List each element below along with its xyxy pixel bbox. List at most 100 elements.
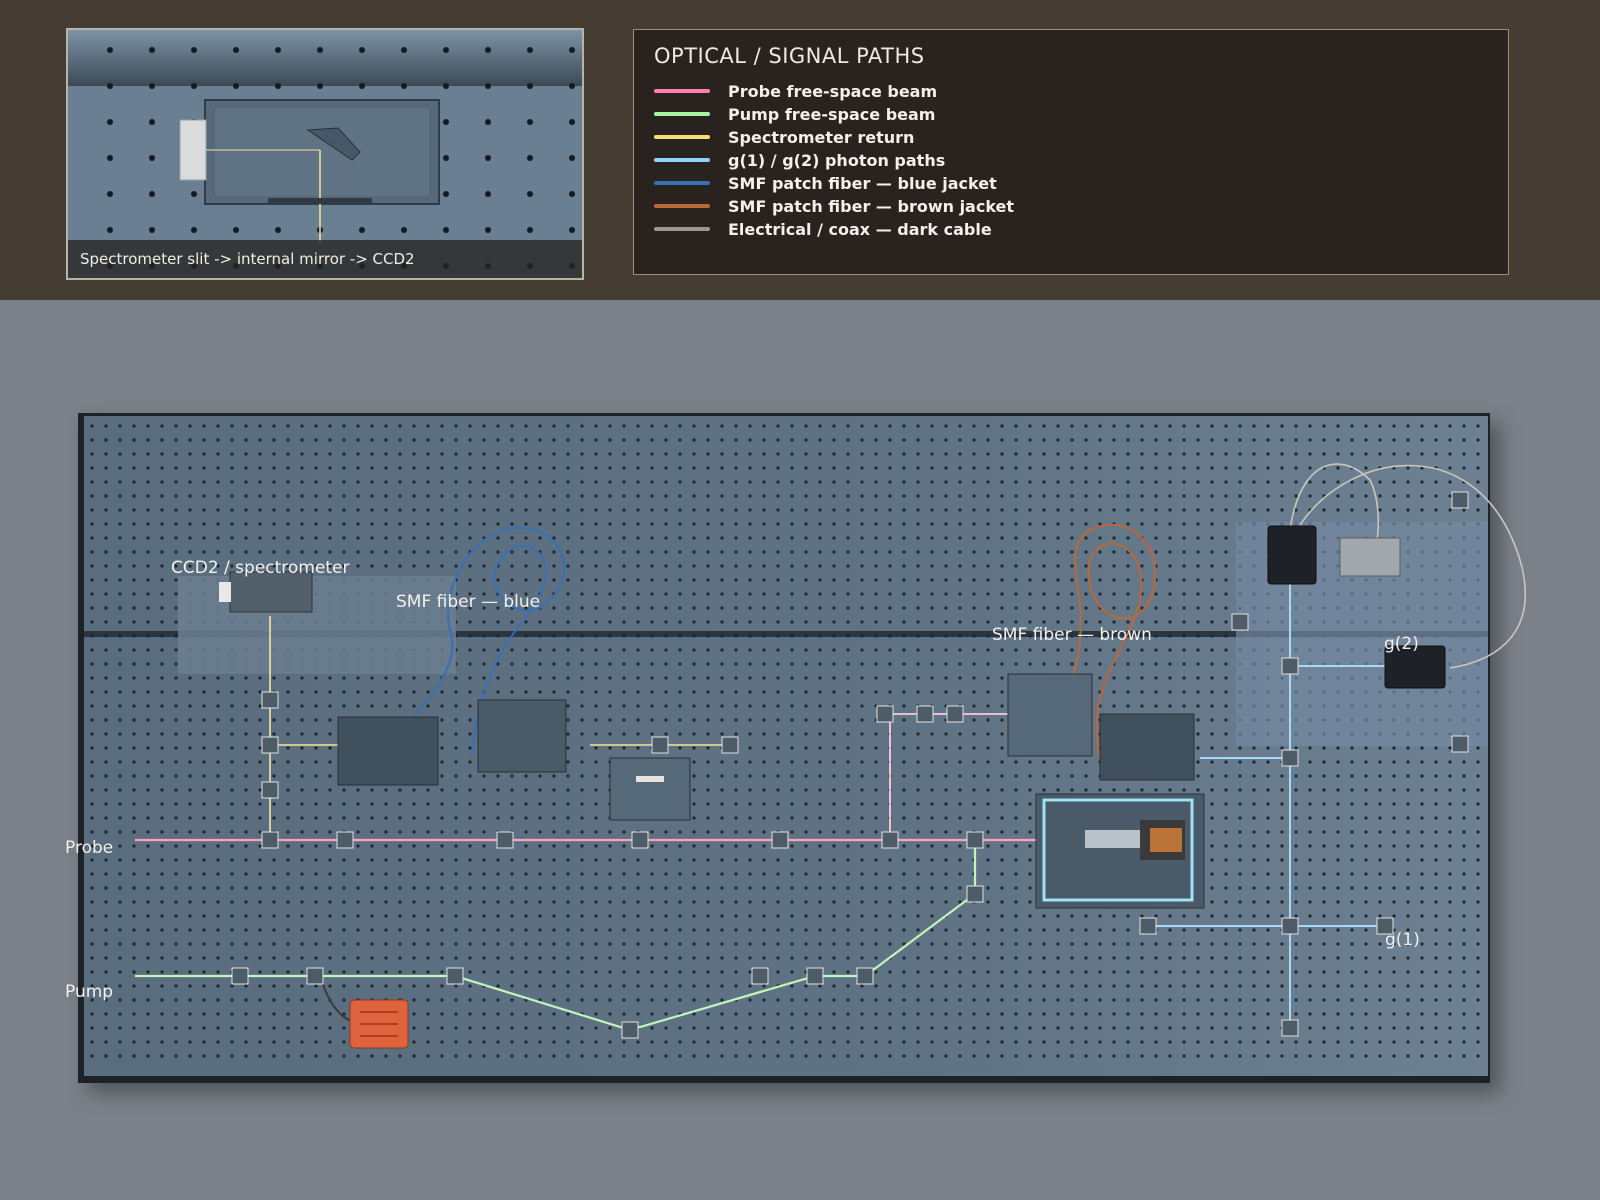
table-hole (874, 522, 878, 526)
table-hole (566, 480, 570, 484)
table-hole (1252, 1054, 1256, 1058)
table-hole (440, 984, 444, 988)
table-hole (734, 550, 738, 554)
table-hole (1112, 424, 1116, 428)
table-hole (1014, 634, 1018, 638)
table-hole (846, 494, 850, 498)
table-hole (160, 872, 164, 876)
table-hole (286, 718, 290, 722)
table-hole (216, 886, 220, 890)
table-hole (496, 494, 500, 498)
table-hole (594, 508, 598, 512)
table-hole (944, 578, 948, 582)
table-hole (790, 634, 794, 638)
table-hole (1448, 760, 1452, 764)
table-hole (1350, 858, 1354, 862)
table-hole (1434, 886, 1438, 890)
table-hole (636, 872, 640, 876)
table-hole (1126, 956, 1130, 960)
table-hole (1014, 774, 1018, 778)
table-hole (328, 802, 332, 806)
table-hole (832, 830, 836, 834)
table-hole (1196, 732, 1200, 736)
table-hole (1140, 942, 1144, 946)
table-hole (314, 466, 318, 470)
table-hole (916, 1040, 920, 1044)
table-hole (1322, 1054, 1326, 1058)
table-hole (328, 732, 332, 736)
table-hole (776, 1040, 780, 1044)
table-hole (230, 942, 234, 946)
table-hole (1448, 816, 1452, 820)
table-hole (482, 550, 486, 554)
table-hole (104, 1040, 108, 1044)
table-hole (244, 900, 248, 904)
table-hole (1210, 564, 1214, 568)
table-hole (510, 774, 514, 778)
table-hole (748, 1054, 752, 1058)
table-hole (1420, 508, 1424, 512)
table-hole (398, 844, 402, 848)
table-hole (706, 1026, 710, 1030)
table-hole (1112, 1026, 1116, 1030)
table-hole (608, 1026, 612, 1030)
table-hole (1308, 1026, 1312, 1030)
table-hole (818, 928, 822, 932)
table-hole (1280, 1012, 1284, 1016)
table-hole (1336, 844, 1340, 848)
table-hole (188, 536, 192, 540)
table-hole (328, 1012, 332, 1016)
table-hole (1168, 914, 1172, 918)
table-hole (1098, 452, 1102, 456)
table-hole (216, 438, 220, 442)
table-hole (468, 1012, 472, 1016)
table-hole (510, 648, 514, 652)
table-hole (776, 816, 780, 820)
table-hole (202, 1012, 206, 1016)
table-hole (328, 900, 332, 904)
mirror-mount (651, 736, 669, 754)
table-hole (874, 1040, 878, 1044)
table-hole (916, 872, 920, 876)
table-hole (888, 928, 892, 932)
table-hole (1238, 760, 1242, 764)
table-hole (496, 536, 500, 540)
table-hole (566, 662, 570, 666)
table-hole (286, 984, 290, 988)
table-hole (1392, 858, 1396, 862)
table-hole (1196, 914, 1200, 918)
table-hole (916, 802, 920, 806)
table-hole (916, 676, 920, 680)
table-hole (762, 760, 766, 764)
table-hole (566, 578, 570, 582)
table-hole (1476, 746, 1480, 750)
table-hole (1322, 858, 1326, 862)
table-hole (902, 732, 906, 736)
table-hole (1294, 970, 1298, 974)
table-hole (188, 816, 192, 820)
table-hole (496, 816, 500, 820)
table-hole (846, 718, 850, 722)
table-hole (300, 858, 304, 862)
table-hole (930, 1012, 934, 1016)
table-hole (342, 998, 346, 1002)
mirror-mount (261, 781, 279, 799)
table-hole (930, 984, 934, 988)
table-hole (356, 452, 360, 456)
table-hole (1294, 830, 1298, 834)
table-hole (580, 1040, 584, 1044)
table-hole (986, 760, 990, 764)
table-hole (1196, 998, 1200, 1002)
table-hole (664, 466, 668, 470)
table-hole (118, 900, 122, 904)
table-hole (1126, 1054, 1130, 1058)
table-hole (370, 816, 374, 820)
table-hole (538, 620, 542, 624)
table-hole (1336, 802, 1340, 806)
table-hole (748, 592, 752, 596)
table-hole (482, 816, 486, 820)
table-hole (1210, 844, 1214, 848)
table-hole (664, 998, 668, 1002)
table-hole (1028, 480, 1032, 484)
table-hole (1476, 424, 1480, 428)
